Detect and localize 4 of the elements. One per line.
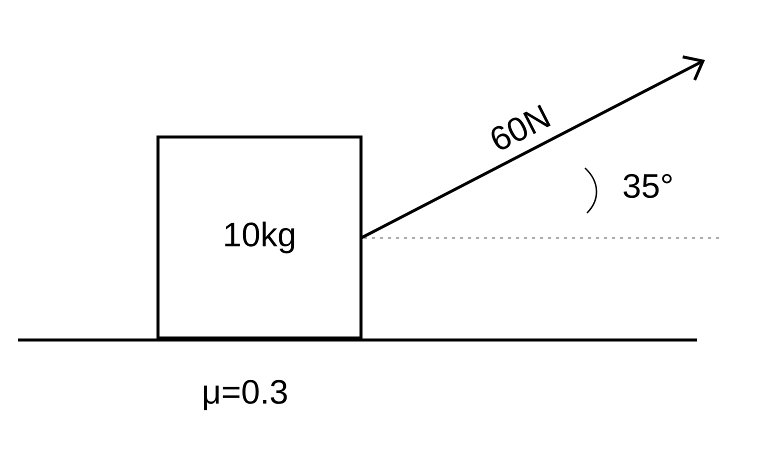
force-label: 60N: [492, 104, 551, 150]
friction-label: μ=0.3: [204, 380, 287, 410]
block-box: 10kg: [156, 136, 362, 340]
angle-label: 35°: [624, 174, 672, 198]
